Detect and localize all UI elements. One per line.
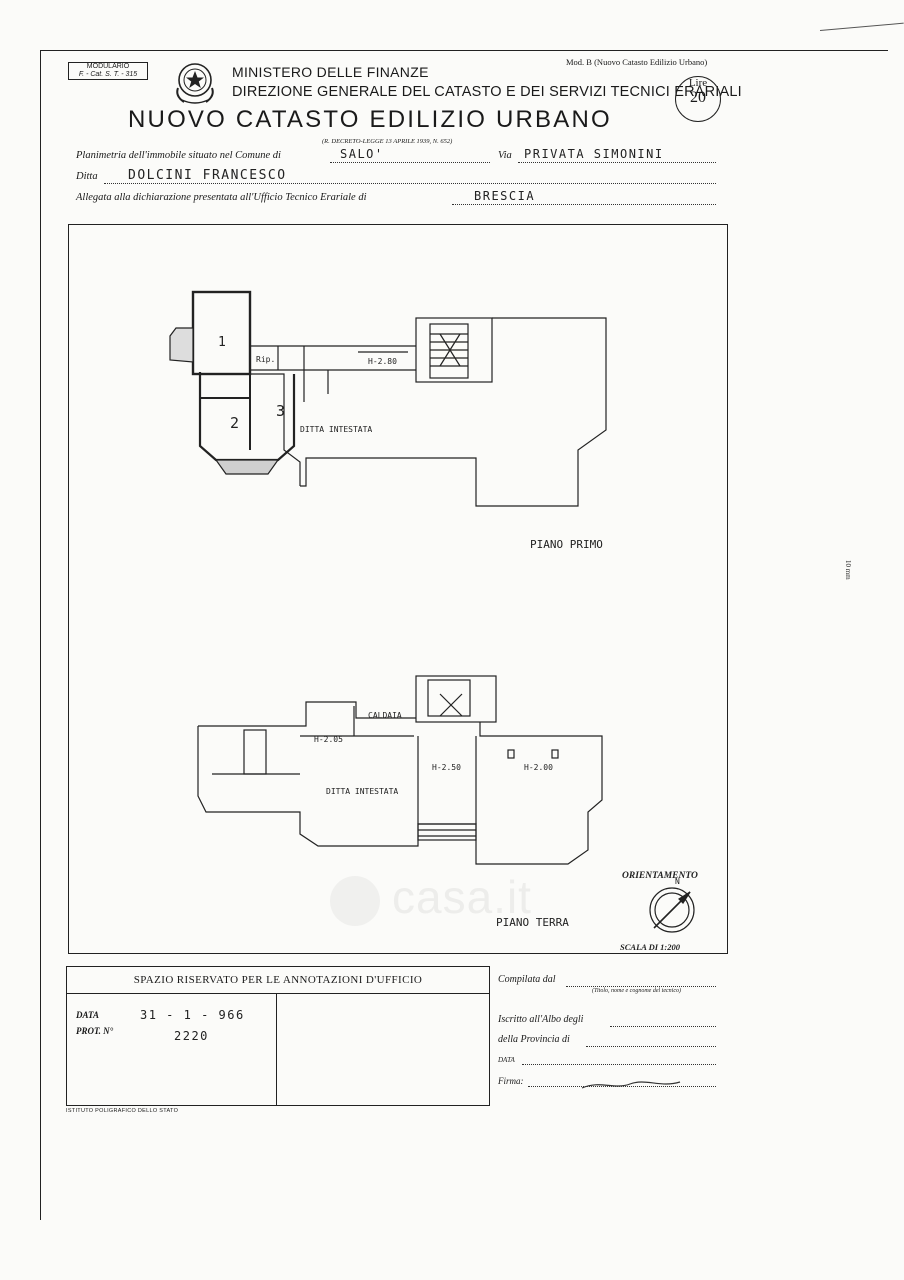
allegata-dotted-line [452, 204, 716, 205]
signature-scribble [581, 1081, 681, 1089]
room-3-label: 3 [276, 402, 285, 420]
document-title: NUOVO CATASTO EDILIZIO URBANO [128, 106, 612, 133]
upper-height-label: H-2.80 [368, 357, 397, 366]
decreto-reference: (R. DECRETO-LEGGE 13 APRILE 1939, N. 652… [322, 138, 453, 145]
corner-fold-line [819, 22, 904, 31]
office-prot-value: 2220 [174, 1029, 209, 1043]
room-1-label: 1 [218, 335, 226, 350]
modulario-line-2: F. - Cat. S. T. - 315 [78, 70, 138, 78]
mod-b-label: Mod. B (Nuovo Catasto Edilizio Urbano) [566, 57, 708, 67]
left-frame-line [40, 50, 41, 1220]
iscritto-dotted-line [610, 1026, 716, 1027]
office-annotations-box [66, 966, 490, 1106]
via-dotted-line [518, 162, 716, 163]
upper-ditta-label: DITTA INTESTATA [300, 425, 372, 434]
lower-height-3: H-2.00 [524, 763, 553, 772]
firma-label: Firma: [498, 1076, 524, 1086]
compilata-data-label: DATA [498, 1056, 515, 1064]
lower-height-2: H-2.50 [432, 763, 461, 772]
office-annotations-divider [276, 994, 277, 1106]
compilata-dotted-line [566, 986, 716, 987]
floor-plan-drawing: 1 2 3 Rip. H-2.80 DITTA INTESTATA PIANO … [169, 290, 698, 952]
allegata-label: Allegata alla dichiarazione presentata a… [76, 192, 367, 203]
stamp-label: Lire [688, 77, 708, 89]
orientamento-label: ORIENTAMENTO [622, 871, 698, 881]
caldaia-label: CALDAIA [368, 711, 402, 720]
firma-dotted-line [528, 1086, 716, 1087]
lower-height-1: H-2.05 [314, 735, 343, 744]
scala-label: SCALA DI 1:200 [620, 942, 681, 952]
compilata-data-dotted-line [522, 1064, 716, 1065]
upper-floor-plan [169, 290, 607, 507]
iscritto-label: Iscritto all'Albo degli [498, 1014, 584, 1025]
watermark: casa.it [392, 871, 532, 923]
stamp-value: 20 [690, 89, 706, 106]
piano-terra-label: PIANO TERRA [496, 916, 569, 929]
casa-logo-icon [330, 876, 380, 926]
revenue-stamp: Lire 20 [675, 76, 721, 122]
via-value: PRIVATA SIMONINI [524, 147, 664, 161]
comune-dotted-line [330, 162, 490, 163]
ditta-label: Ditta [76, 171, 98, 182]
via-label: Via [498, 150, 512, 161]
office-annotations-header: SPAZIO RISERVATO PER LE ANNOTAZIONI D'UF… [66, 966, 490, 994]
office-data-value: 31 - 1 - 966 [140, 1008, 245, 1022]
rip-label: Rip. [256, 355, 275, 364]
ditta-dotted-line [104, 183, 716, 184]
room-2-label: 2 [230, 414, 239, 432]
side-scale-mark: 10 mm [844, 560, 852, 580]
tecnico-hint: (Titolo, nome e cognome del tecnico) [592, 988, 681, 994]
top-frame-line [40, 50, 888, 51]
provincia-label: della Provincia di [498, 1034, 570, 1045]
ditta-value: DOLCINI FRANCESCO [128, 168, 287, 183]
compilata-label: Compilata dal [498, 974, 556, 985]
republic-emblem-icon [176, 63, 214, 104]
comune-label: Planimetria dell'immobile situato nel Co… [76, 150, 281, 161]
office-prot-label: PROT. N° [76, 1026, 114, 1036]
modulario-box: MODULARIO F. - Cat. S. T. - 315 [68, 62, 148, 80]
istituto-footer: ISTITUTO POLIGRAFICO DELLO STATO [66, 1108, 179, 1114]
lower-floor-plan [197, 675, 603, 865]
piano-primo-label: PIANO PRIMO [530, 538, 603, 551]
floor-plan-frame [68, 224, 728, 954]
comune-value: SALO' [340, 147, 384, 161]
provincia-dotted-line [586, 1046, 716, 1047]
north-label: N [675, 877, 680, 886]
ministero-heading: MINISTERO DELLE FINANZE [232, 64, 429, 80]
direzione-heading: DIREZIONE GENERALE DEL CATASTO E DEI SER… [232, 84, 742, 100]
lower-ditta-label: DITTA INTESTATA [326, 787, 398, 796]
office-data-label: DATA [76, 1010, 100, 1020]
allegata-value: BRESCIA [474, 189, 536, 203]
compass-rose-icon [649, 887, 695, 933]
modulario-line-1: MODULARIO [86, 63, 130, 70]
